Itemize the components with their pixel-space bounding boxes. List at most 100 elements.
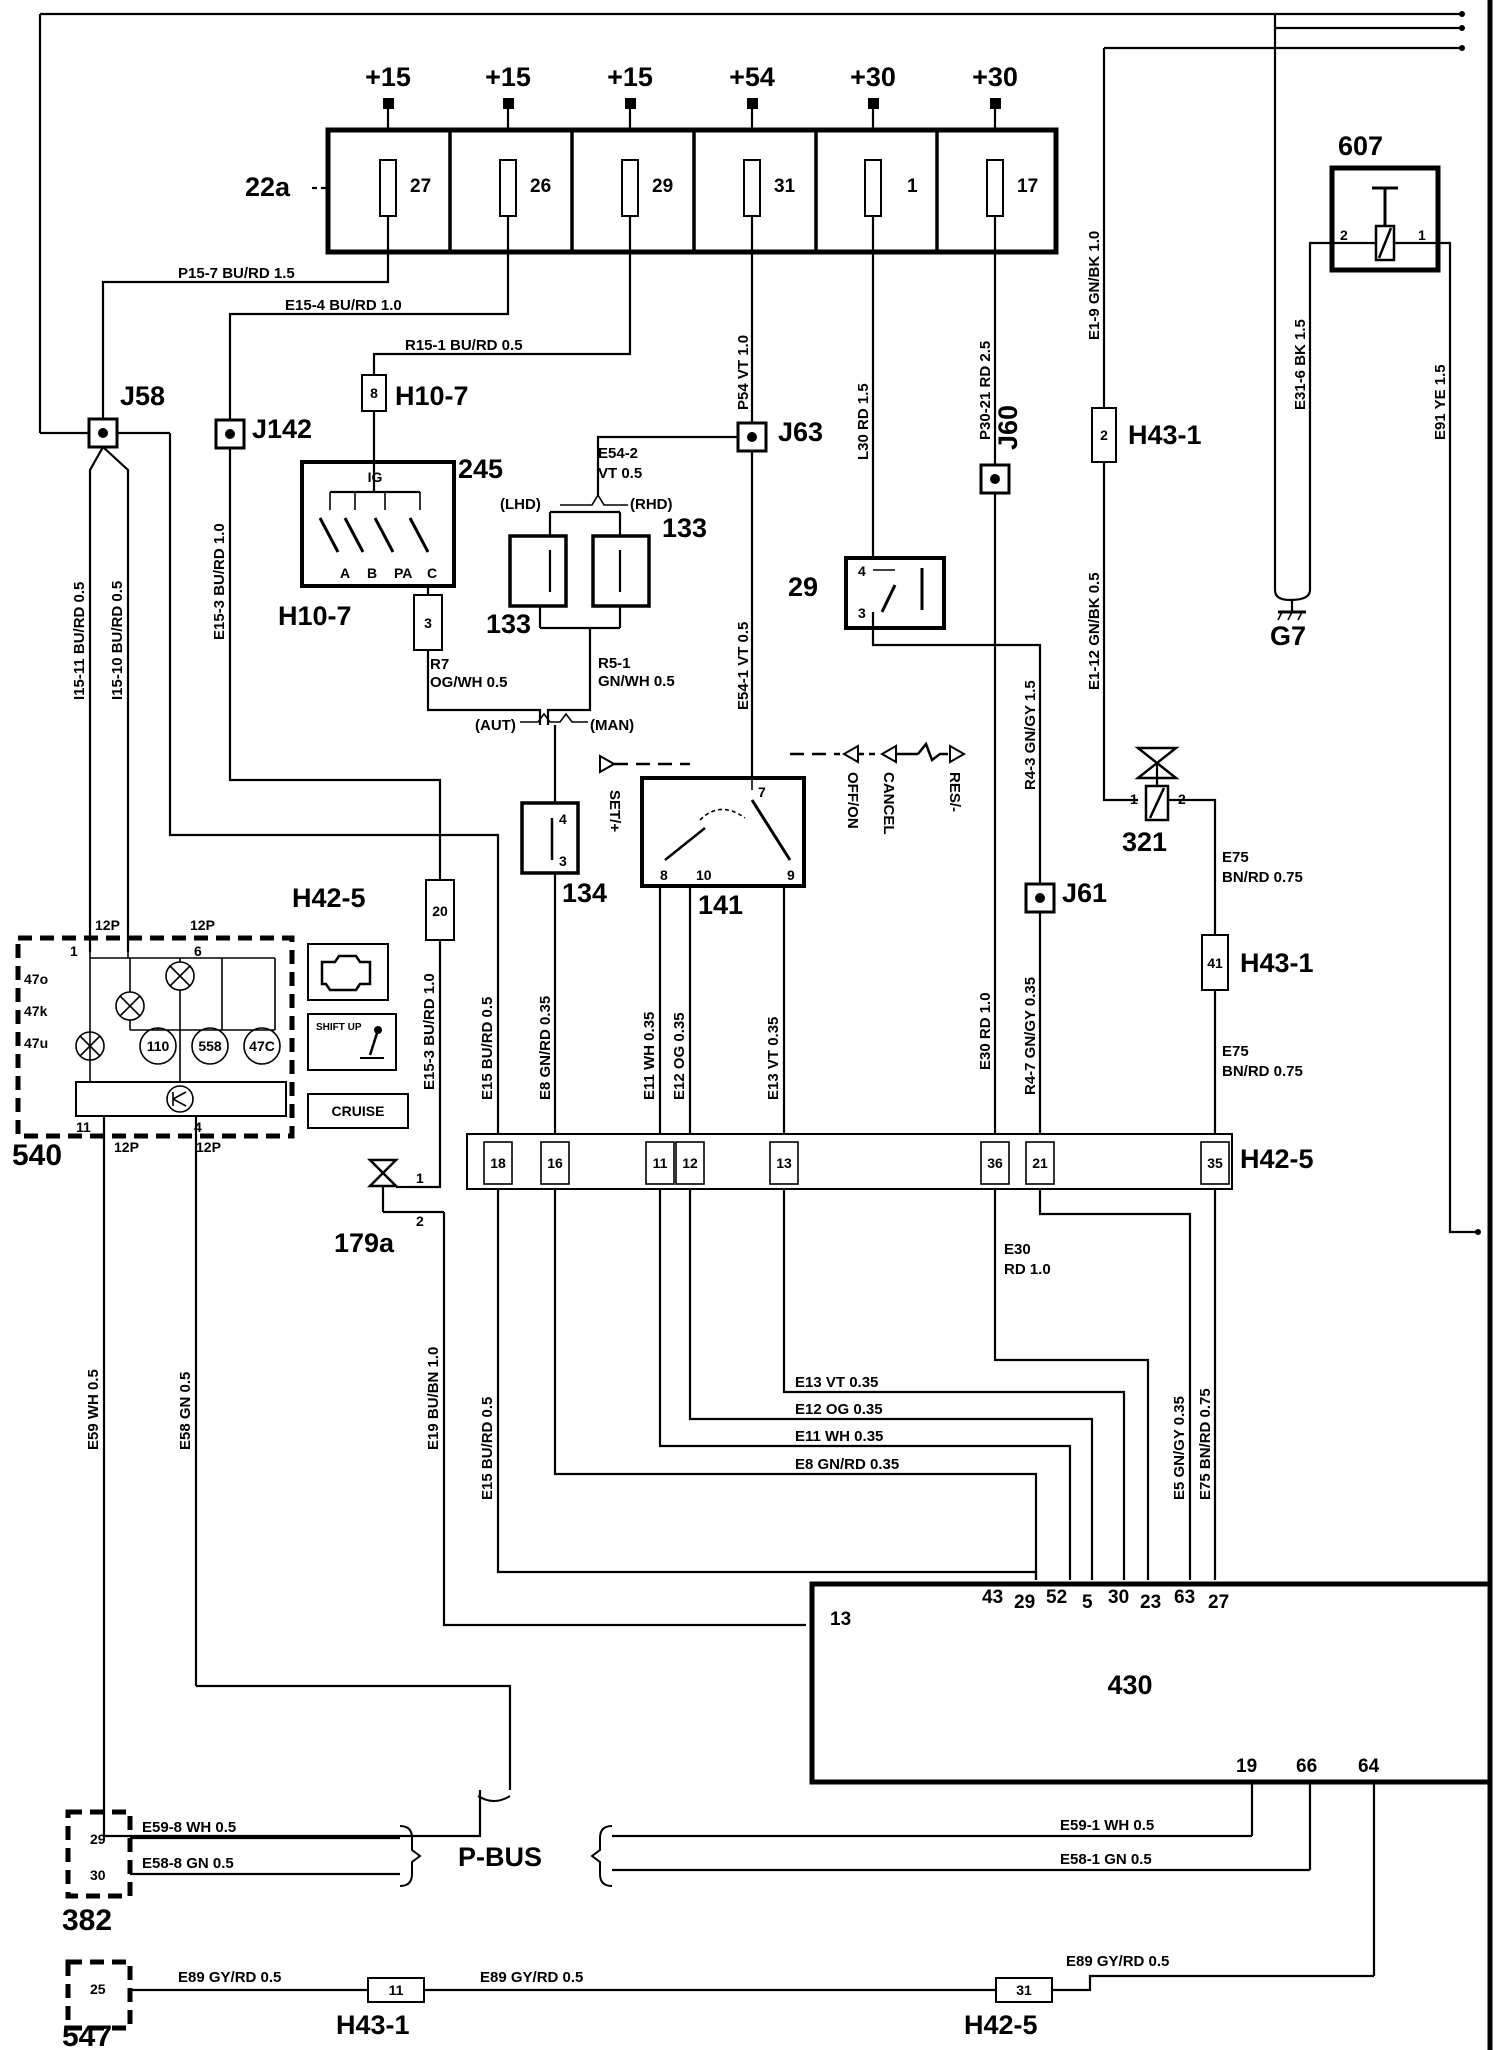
svg-text:12: 12 [682,1155,698,1171]
svg-text:H10-7: H10-7 [278,601,352,631]
supply-terminals: +15 +15 +15 +54 +30 +30 [365,62,1018,130]
wire-label: E15-3 BU/RD 1.0 [211,523,228,640]
wire-label: E59-1 WH 0.5 [1060,1817,1154,1834]
svg-text:29: 29 [90,1831,106,1847]
wire-label: E59-8 WH 0.5 [142,1819,236,1836]
option-label: (AUT) [475,717,516,734]
wire-label: R15-1 BU/RD 0.5 [405,337,523,354]
svg-text:8: 8 [660,867,668,883]
svg-text:SHIFT UP: SHIFT UP [316,1022,362,1033]
svg-text:J63: J63 [778,417,823,447]
svg-text:12P: 12P [114,1139,139,1155]
wire-label: E8 GN/RD 0.35 [795,1456,899,1473]
wire-label: E11 WH 0.35 [795,1428,883,1445]
svg-text:133: 133 [486,609,531,639]
wire-label: E15 BU/RD 0.5 [479,1397,496,1500]
svg-text:8: 8 [370,385,378,401]
wire-label: R4-3 GN/GY 1.5 [1022,680,1039,790]
check-engine-icon [307,943,389,1001]
wire-label: E58-8 GN 0.5 [142,1855,234,1872]
svg-text:P-BUS: P-BUS [458,1842,542,1872]
supply-label: +54 [729,62,775,92]
wire-label: E54-1 VT 0.5 [735,622,752,710]
wire-label: VT 0.5 [598,465,642,482]
ignition-switch-245: 245 IG A B PA C [300,454,503,595]
cruise-switch-133: (LHD) (RHD) 3 133 133 R5-1 GN/WH 0.5 [486,493,707,725]
ground-g7: G7 [1270,589,1312,651]
selector-merge [520,712,588,803]
wire-label: E75 BN/RD 0.75 [1197,1388,1214,1500]
wire-label: E1-9 GN/BK 1.0 [1086,231,1103,340]
supply-label: +15 [365,62,411,92]
svg-text:66: 66 [1296,1756,1317,1777]
wire-label: E89 GY/RD 0.5 [1066,1953,1169,1970]
fuse-outputs: P15-7 BU/RD 1.5 E15-4 BU/RD 1.0 R15-1 BU… [101,216,997,570]
svg-text:321: 321 [1122,827,1167,857]
svg-text:21: 21 [1032,1155,1048,1171]
warning-lamp [115,991,145,1021]
wire-label: R4-7 GN/GY 0.35 [1022,977,1039,1095]
connector-pin: 13 [769,1141,799,1185]
position-label: CANCEL [880,772,897,835]
clutch-switch-321: 1 2 321 E75 BN/RD 0.75 [1122,746,1303,935]
wire-label: E13 VT 0.35 [795,1374,878,1391]
wire-label: E1-12 GN/BK 0.5 [1086,572,1103,690]
fuse-box-label: 22a [245,172,291,202]
wire-label: R5-1 [598,655,631,672]
wire-label: RD 1.0 [1004,1261,1051,1278]
cruise-lever-141: 141 7 8 10 9 E11 WH 0.35 E12 OG 0.35 E13… [640,776,806,1134]
connector-h43-1-top: E1-9 GN/BK 1.0 2 H43-1 E1-12 GN/BK 0.5 [1086,48,1202,802]
cruise-indicator: CRUISE [307,1093,409,1129]
fuse: 1 [864,159,918,217]
svg-text:47u: 47u [24,1035,48,1051]
svg-text:1: 1 [70,943,78,959]
svg-text:11: 11 [653,1155,668,1171]
wire-label: P54 VT 1.0 [735,335,752,410]
svg-text:H42-5: H42-5 [964,2010,1038,2040]
svg-text:(LHD): (LHD) [500,496,541,513]
wire-label: GN/WH 0.5 [598,673,675,690]
horn-607: 607 2 1 E31-6 BK 1.5 E91 YE 1.5 [1292,131,1481,1235]
junction-j142: J142 E15-3 BU/RD 1.0 [211,414,442,880]
svg-text:1: 1 [1418,227,1426,243]
control-module-430: 430 13 43 29 52 5 30 23 63 27 19 66 64 [809,1581,1490,1976]
svg-text:25: 25 [90,1981,106,1997]
diagnostic-547: 547 25 E89 GY/RD 0.5 [62,1959,368,2050]
svg-text:16: 16 [547,1155,563,1171]
svg-text:558: 558 [198,1038,222,1054]
svg-text:41: 41 [1207,955,1223,971]
svg-text:23: 23 [1140,1592,1161,1613]
svg-text:H43-1: H43-1 [1128,420,1202,450]
wire-label: E13 VT 0.35 [765,1017,782,1100]
wire-label: E91 YE 1.5 [1432,364,1449,440]
brake-switch-179a: 1 2 179a E19 BU/BN 1.0 [334,1158,806,1627]
wire-label: I15-10 BU/RD 0.5 [109,581,126,700]
svg-text:12P: 12P [190,917,215,933]
fuse-box-22a: 22a 27 26 29 31 1 17 [245,127,1059,255]
wire-label: E75 [1222,849,1249,866]
svg-text:179a: 179a [334,1228,395,1258]
svg-text:2: 2 [416,1213,424,1229]
svg-text:20: 20 [432,903,448,919]
svg-text:47C: 47C [249,1038,275,1054]
wire-label: E31-6 BK 1.5 [1292,319,1309,410]
harness-to-430: E15 BU/RD 0.5 E13 VT 0.35 E12 OG 0.35 E1… [479,1189,1217,1580]
svg-text:134: 134 [562,878,607,908]
svg-text:H43-1: H43-1 [1240,948,1314,978]
fuse: 26 [499,159,551,217]
svg-text:27: 27 [1208,1592,1229,1613]
wire-label: BN/RD 0.75 [1222,1063,1303,1080]
svg-text:11: 11 [389,1982,404,1998]
svg-text:4: 4 [194,1119,202,1135]
svg-text:J61: J61 [1062,878,1107,908]
supply-label: +30 [972,62,1018,92]
svg-text:35: 35 [1207,1155,1223,1171]
position-label: SET/+ [606,790,623,832]
svg-text:A: A [340,565,350,581]
svg-text:1: 1 [1130,791,1138,807]
fuse: 31 [743,159,796,217]
svg-text:547: 547 [62,2020,112,2050]
svg-text:6: 6 [194,943,202,959]
position-label: OFF/ON [844,772,861,829]
wire-label: I15-11 BU/RD 0.5 [71,582,88,700]
